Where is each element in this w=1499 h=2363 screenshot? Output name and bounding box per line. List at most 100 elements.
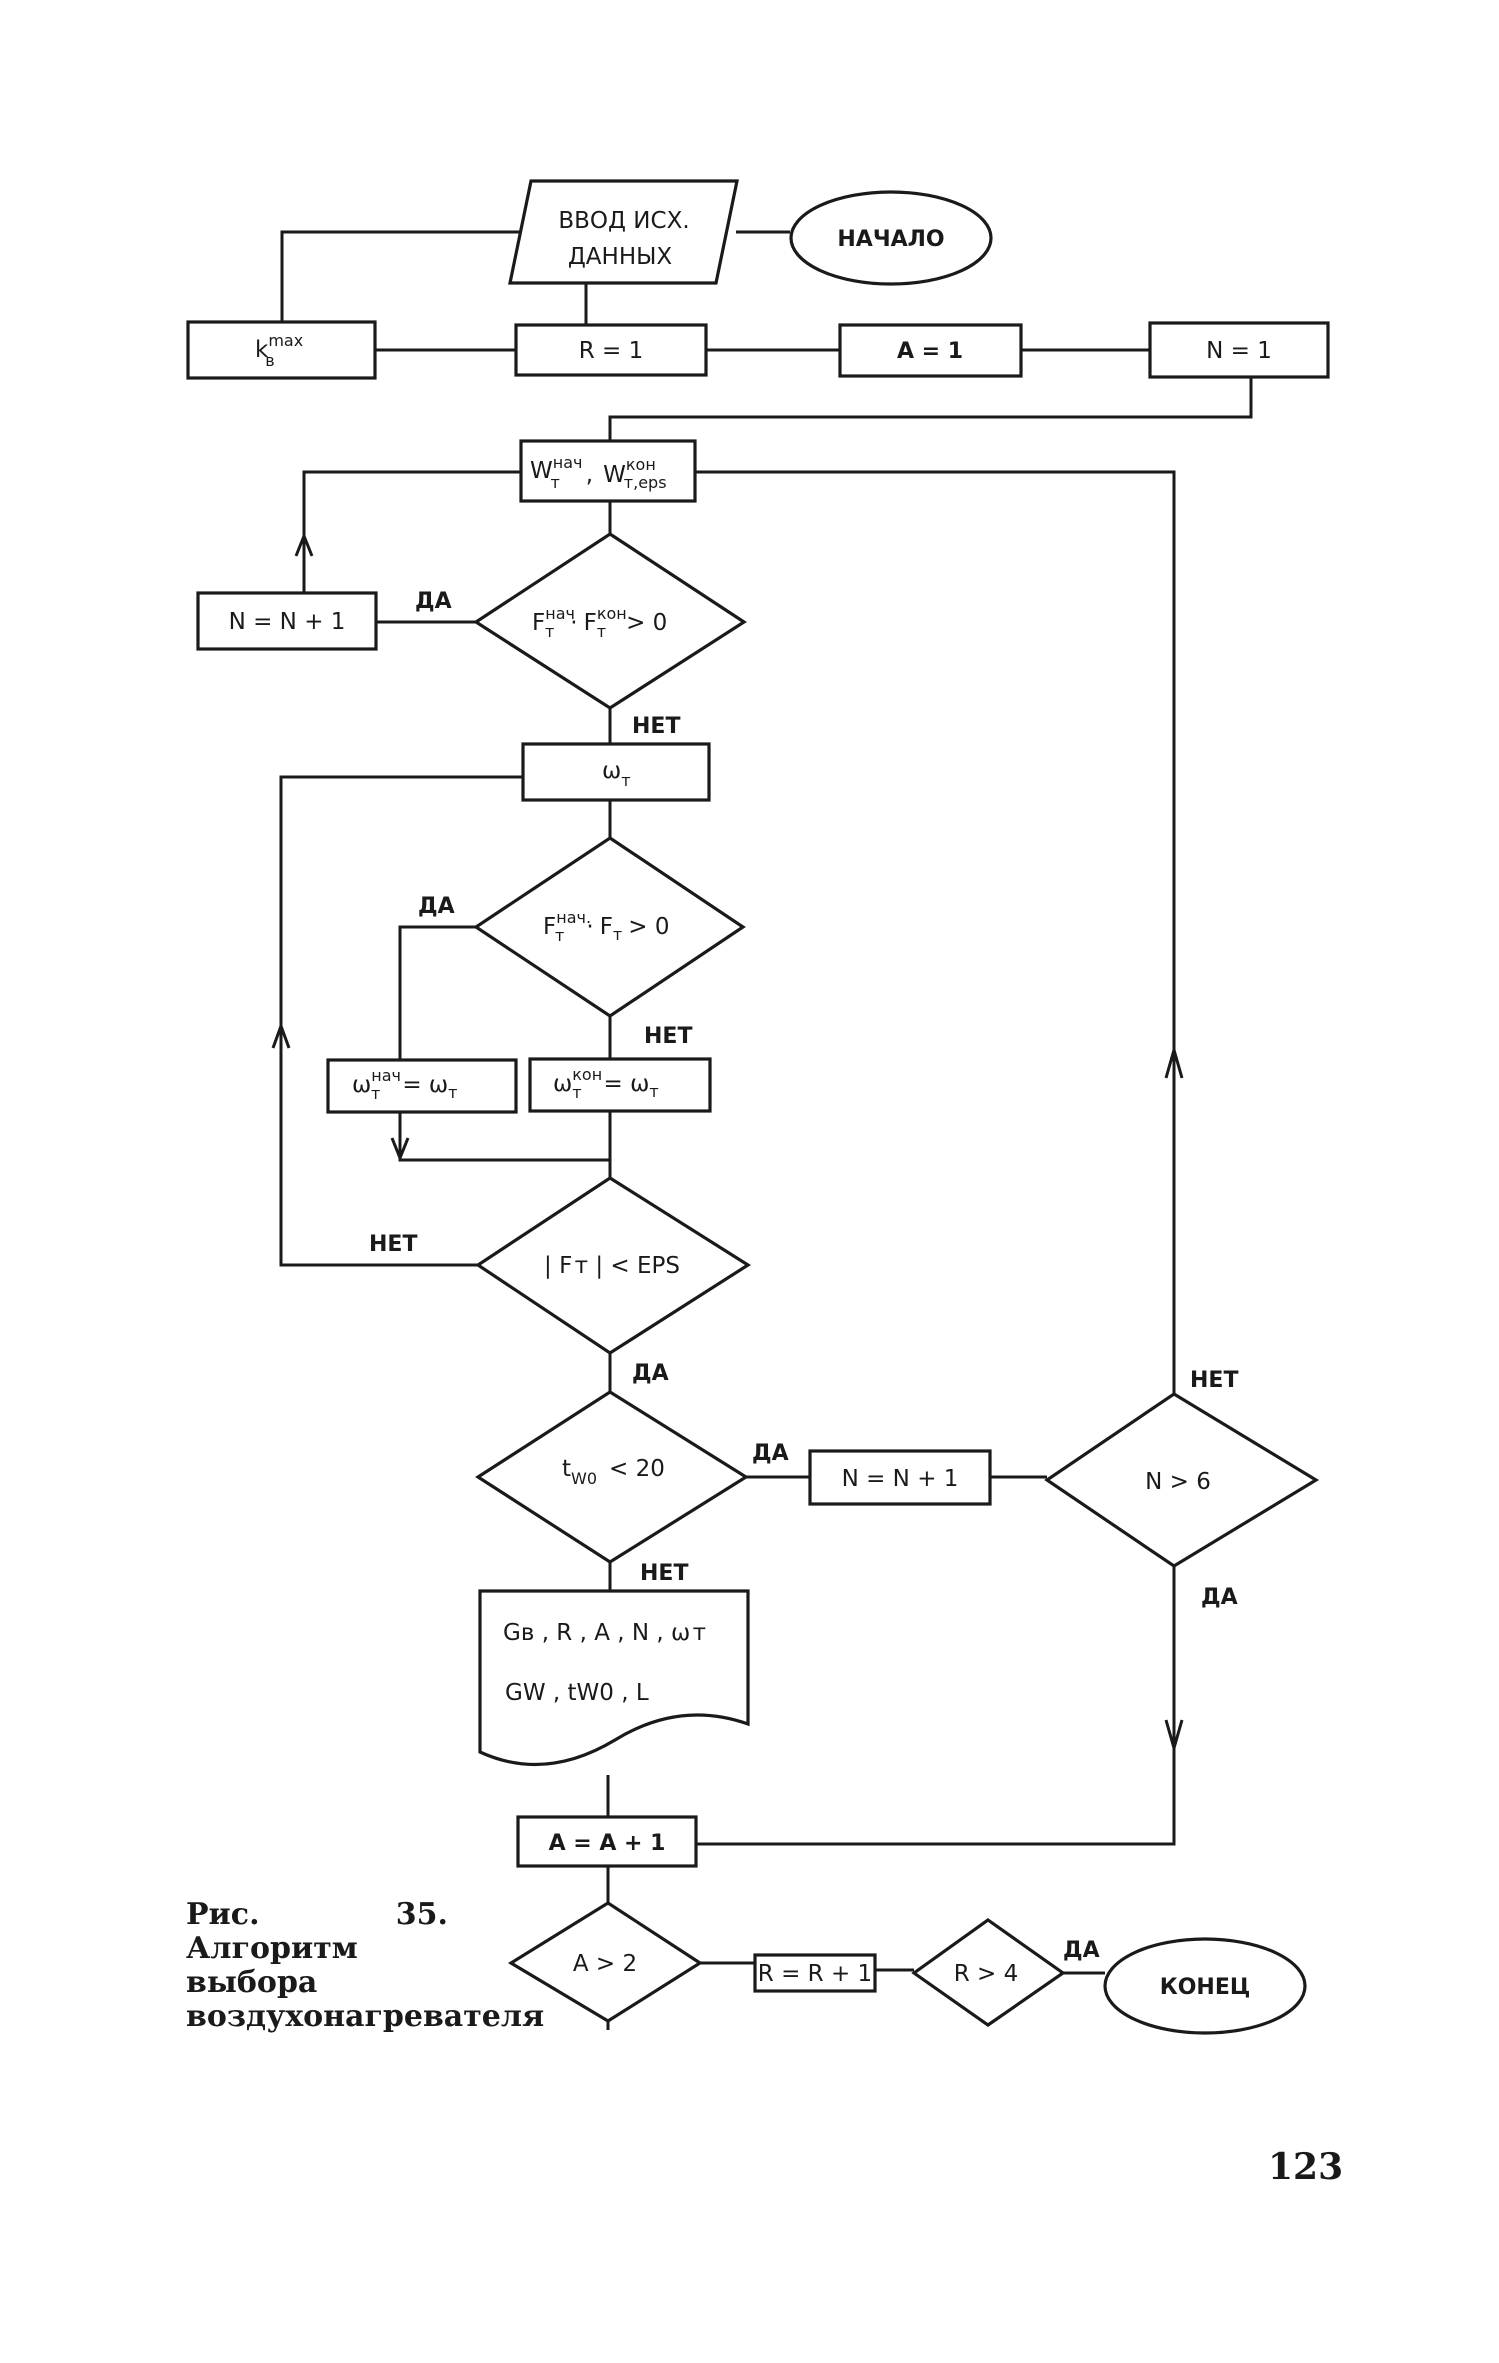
connector-ostart-merge bbox=[398, 1112, 610, 1162]
n-init-shape bbox=[1148, 321, 1330, 379]
n-init-block: N = 1 bbox=[1148, 321, 1330, 379]
connector-loop-n bbox=[302, 470, 521, 593]
end-terminal: КОНЕЦ bbox=[1103, 1937, 1307, 2035]
label-yes-condr4: ДА bbox=[1063, 1938, 1100, 1963]
r-inc-block: R = R + 1 bbox=[753, 1953, 877, 1993]
label-no-condeps: НЕТ bbox=[369, 1232, 417, 1257]
cond-r4-label: R > 4 bbox=[954, 1961, 1019, 1987]
start-shape bbox=[789, 190, 993, 286]
arrow-up-n-loop bbox=[294, 531, 314, 557]
a-inc-block: A = A + 1 bbox=[516, 1815, 698, 1868]
cond-n6-label: N > 6 bbox=[1145, 1469, 1211, 1495]
input-line2: ДАННЫХ bbox=[568, 244, 673, 270]
r-inc-label: R = R + 1 bbox=[758, 1961, 872, 1987]
cond-a2-label: A > 2 bbox=[573, 1951, 637, 1977]
arrow-up-n6-loop bbox=[1164, 1044, 1184, 1079]
a-inc-label: A = A + 1 bbox=[549, 1831, 666, 1856]
input-data-block: ВВОД ИСХ. ДАННЫХ bbox=[508, 179, 739, 285]
w-bounds-shape bbox=[519, 439, 697, 503]
arrow-down-ostart bbox=[390, 1137, 410, 1163]
n-inc-2-shape bbox=[808, 1449, 992, 1506]
output-shape bbox=[478, 1589, 750, 1767]
cond-r4-decision: R > 4 bbox=[911, 1918, 1066, 2027]
output-document: Gв , R , A , N , ω т GW , tW0 , L bbox=[478, 1589, 750, 1767]
label-yes-condn6: ДА bbox=[1201, 1585, 1238, 1610]
cond-ft-shape bbox=[473, 836, 746, 1018]
cond-tw-shape bbox=[475, 1390, 750, 1564]
n-inc-1-block: N = N + 1 bbox=[196, 591, 378, 651]
cond-ft-label: Fнач.т·Fт> 0 bbox=[543, 908, 669, 945]
r-init-label: R = 1 bbox=[579, 338, 644, 364]
a-init-shape bbox=[838, 323, 1023, 378]
omega-end-shape bbox=[528, 1057, 712, 1113]
label-no-condtw: НЕТ bbox=[640, 1561, 688, 1586]
connector-condft-ostart bbox=[398, 925, 476, 1060]
label-yes-condf: ДА bbox=[415, 589, 452, 614]
arrow-down-n6 bbox=[1164, 1719, 1184, 1754]
output-line2: GW , tW0 , L bbox=[505, 1680, 649, 1706]
branch-labels: ДА НЕТ ДА НЕТ НЕТ ДА ДА НЕТ НЕТ ДА ДА bbox=[369, 589, 1238, 1963]
omega-calc-block: ωт bbox=[521, 742, 711, 802]
omega-start-shape bbox=[326, 1058, 518, 1114]
page-number: 123 bbox=[1268, 2146, 1344, 2188]
r-inc-shape bbox=[753, 1953, 877, 1993]
connector-loop-eps bbox=[279, 775, 523, 1267]
n-inc-1-label: N = N + 1 bbox=[229, 609, 346, 635]
label-no-condn6: НЕТ bbox=[1190, 1368, 1238, 1393]
cond-n6-shape bbox=[1044, 1392, 1320, 1568]
a-init-block: A = 1 bbox=[838, 323, 1023, 378]
arrow-up-eps-loop bbox=[271, 1021, 291, 1049]
cond-eps-decision: | F т | < EPS bbox=[475, 1176, 751, 1355]
label-no-condft: НЕТ bbox=[644, 1024, 692, 1049]
cond-eps-shape bbox=[475, 1176, 751, 1355]
cond-f-shape bbox=[473, 532, 747, 710]
r-init-block: R = 1 bbox=[514, 323, 708, 377]
connector-input-kbmax bbox=[280, 230, 530, 322]
label-yes-condtw: ДА bbox=[752, 1441, 789, 1466]
a-inc-shape bbox=[516, 1815, 698, 1868]
cond-r4-shape bbox=[911, 1918, 1066, 2027]
n-inc-2-label: N = N + 1 bbox=[842, 1466, 959, 1492]
cond-eps-label: | F т | < EPS bbox=[544, 1253, 680, 1279]
n-inc-2-block: N = N + 1 bbox=[808, 1449, 992, 1506]
connector-n-wbounds bbox=[608, 377, 1253, 441]
label-yes-condeps: ДА bbox=[632, 1361, 669, 1386]
cond-a2-decision: A > 2 bbox=[507, 1901, 703, 2023]
r-init-shape bbox=[514, 323, 708, 377]
input-shape bbox=[508, 179, 739, 285]
flowchart-connectors bbox=[271, 230, 1253, 2030]
a-init-label: A = 1 bbox=[897, 339, 963, 364]
start-label: НАЧАЛО bbox=[837, 227, 944, 252]
connector-condn6-loop bbox=[695, 470, 1176, 1394]
input-line1: ВВОД ИСХ. bbox=[558, 208, 689, 234]
label-no-condf: НЕТ bbox=[632, 714, 680, 739]
output-line1: Gв , R , A , N , ω т bbox=[503, 1620, 706, 1646]
figure-caption: Рис. 35. Алгоритм выбора воздухонагреват… bbox=[186, 1897, 545, 2034]
n-init-label: N = 1 bbox=[1206, 338, 1272, 364]
end-shape bbox=[1103, 1937, 1307, 2035]
omega-calc-label: ωт bbox=[602, 758, 631, 790]
cond-tw-label: tW0< 20 bbox=[562, 1456, 665, 1488]
label-yes-condft: ДА bbox=[418, 894, 455, 919]
end-label: КОНЕЦ bbox=[1160, 1975, 1251, 2000]
start-terminal: НАЧАЛО bbox=[789, 190, 993, 286]
omega-calc-shape bbox=[521, 742, 711, 802]
n-inc-1-shape bbox=[196, 591, 378, 651]
cond-a2-shape bbox=[507, 1901, 703, 2023]
cond-tw-decision: tW0< 20 bbox=[475, 1390, 750, 1564]
cond-ft-decision: Fнач.т·Fт> 0 bbox=[473, 836, 746, 1018]
cond-n6-decision: N > 6 bbox=[1044, 1392, 1320, 1568]
connector-condn6-ainc bbox=[696, 1566, 1176, 1846]
kbmax-shape bbox=[186, 320, 377, 380]
